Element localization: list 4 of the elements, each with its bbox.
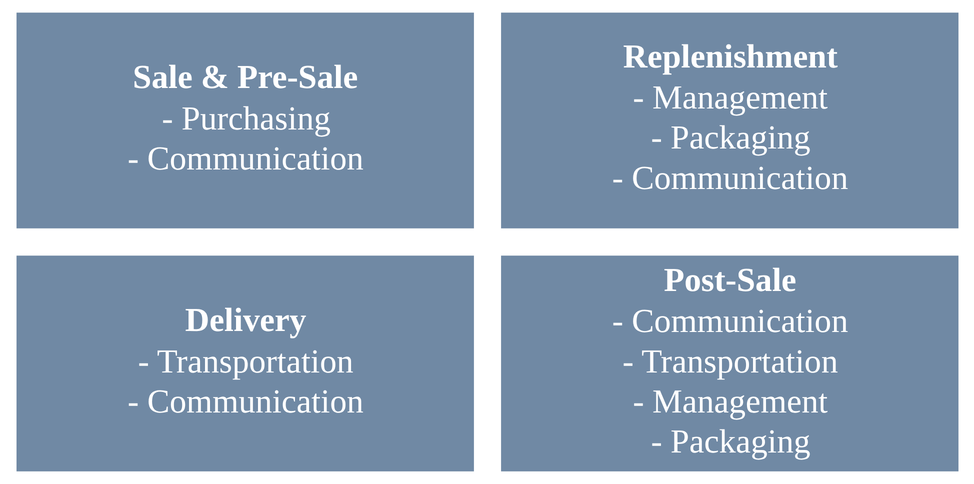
node-box: Replenishment - Management - Packaging - Communication	[500, 12, 958, 228]
node-box: Post-Sale - Communication - Transportation - Management - Packaging	[500, 256, 958, 472]
node-box: Sale & Pre-Sale - Purchasing - Communication	[16, 12, 474, 228]
node-box: Delivery - Transportation - Communication	[16, 256, 474, 472]
